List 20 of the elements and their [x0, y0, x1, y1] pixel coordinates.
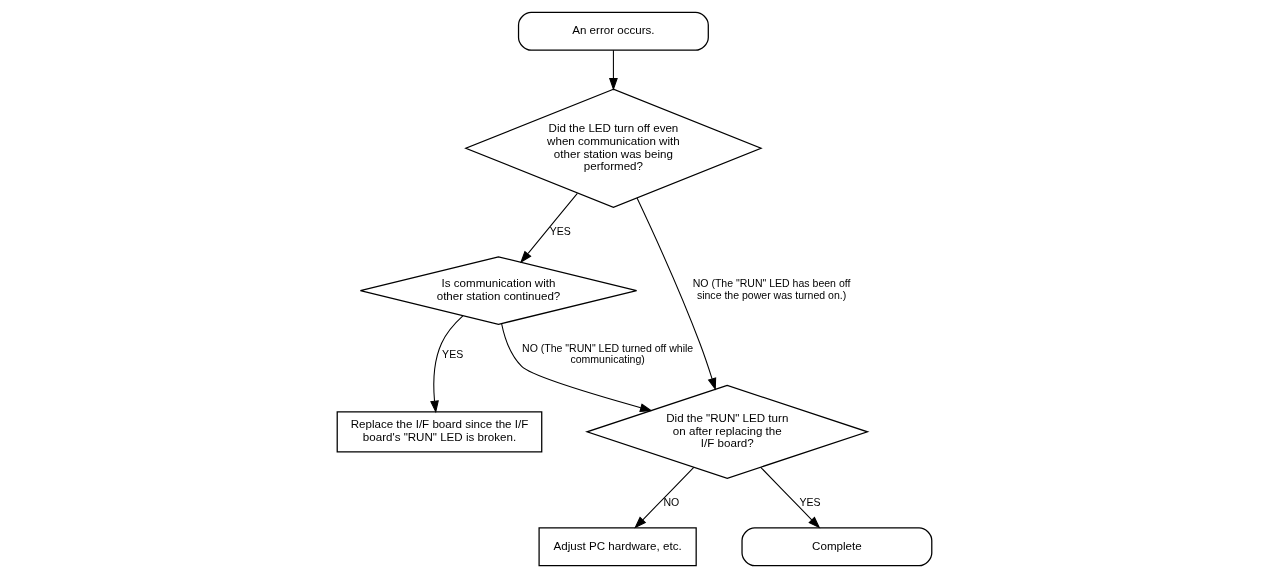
edge-label: YES	[549, 224, 571, 237]
node-diamond: Did the "RUN" LED turn on after replacing the I/F board?	[584, 384, 869, 479]
arrow	[429, 315, 463, 414]
arrow	[759, 466, 820, 529]
node-diamond: Did the LED turn off even when communication with other station was being performed?	[463, 88, 763, 208]
node-box: An error occurs.	[517, 11, 709, 51]
node-box: Complete	[740, 527, 932, 567]
arrow	[608, 49, 618, 91]
node-box: Adjust PC hardware, etc.	[537, 527, 697, 567]
arrow	[636, 197, 716, 391]
edge-label: NO	[663, 495, 679, 508]
edge-label: NO (The "RUN" LED turned off while communicating)	[521, 341, 693, 366]
node-box: Replace the I/F board since the I/F board's "RUN" LED is broken.	[336, 411, 542, 453]
arrow	[633, 466, 694, 529]
node-diamond: Is communication with other station continued?	[359, 256, 637, 325]
arrow	[519, 192, 578, 264]
edge-label: YES	[798, 495, 821, 508]
edge-label: YES	[441, 347, 463, 360]
arrow	[500, 323, 653, 412]
edge-label: NO (The "RUN" LED has been off since the power was turned on.)	[692, 277, 850, 302]
